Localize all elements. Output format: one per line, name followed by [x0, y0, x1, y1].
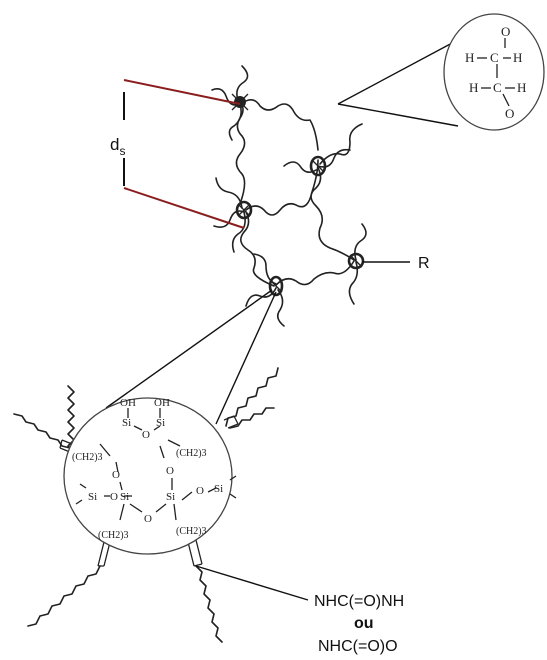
atom-o: O — [142, 429, 150, 441]
distance-line-bottom — [123, 187, 245, 229]
chain — [319, 123, 363, 165]
crosslink-node — [268, 275, 284, 297]
chain — [243, 98, 319, 151]
atom-o: O — [196, 485, 204, 497]
alkyl-chain — [195, 565, 223, 643]
chain — [245, 159, 319, 216]
atom-si: Si — [214, 483, 223, 495]
atom-c: C — [490, 50, 499, 65]
chain — [240, 211, 275, 287]
polymer-network — [211, 65, 367, 327]
inset-circle-bottom — [63, 397, 233, 555]
atom-si: Si — [122, 417, 131, 429]
distance-line-top — [123, 79, 241, 105]
inset-ethylene-oxide: O H C H H C H O — [337, 13, 545, 131]
distance-marker: ds — [110, 79, 245, 229]
atom-si: Si — [88, 491, 97, 503]
inset-siloxane: OH OH Si O Si (CH2)3 (CH2)3 O O Si O Si … — [13, 289, 279, 643]
inset-circle-top — [443, 13, 545, 131]
spacer-ch2: (CH2)3 — [176, 526, 207, 537]
atom-oh: OH — [154, 397, 170, 409]
crosslink-node — [347, 252, 365, 270]
chain — [228, 103, 242, 141]
crosslink-node — [231, 93, 249, 111]
atom-o: O — [505, 106, 514, 121]
chain — [276, 289, 285, 327]
chain — [213, 210, 245, 228]
atom-o: O — [501, 24, 510, 39]
atom-o: O — [112, 469, 120, 481]
alkyl-chain — [229, 407, 275, 429]
spacer-ch2: (CH2)3 — [72, 452, 103, 463]
cage-bonds — [75, 408, 237, 521]
atom-si: Si — [120, 491, 129, 503]
atom-h: H — [517, 80, 526, 95]
spacer-ch2: (CH2)3 — [98, 530, 129, 541]
chain — [211, 88, 241, 106]
distance-label: ds — [110, 135, 125, 158]
atom-o: O — [110, 491, 118, 503]
chain — [354, 223, 367, 261]
linkage-pointer: NHC(=O)NH ou NHC(=O)O — [195, 565, 404, 655]
crosslink-node — [309, 155, 327, 177]
spacer-ch2: (CH2)3 — [176, 448, 207, 459]
atom-h: H — [465, 50, 474, 65]
atom-h: H — [513, 50, 522, 65]
atom-o: O — [144, 513, 152, 525]
crosslink-node — [235, 200, 253, 220]
linkage-urea: NHC(=O)NH — [314, 593, 404, 610]
atom-h: H — [469, 80, 478, 95]
linkage-or: ou — [354, 615, 374, 632]
atom-c: C — [493, 80, 502, 95]
chain — [231, 211, 246, 253]
chain — [310, 167, 355, 261]
alkyl-chain — [13, 413, 71, 449]
chain — [283, 161, 317, 174]
atom-si: Si — [166, 491, 175, 503]
chain — [236, 65, 249, 101]
chain — [275, 260, 355, 286]
chain — [348, 261, 359, 305]
chain — [215, 177, 243, 209]
linkage-urethane: NHC(=O)O — [318, 638, 398, 655]
atom-si: Si — [156, 417, 165, 429]
atom-oh: OH — [120, 397, 136, 409]
r-group-pointer: R — [362, 255, 430, 272]
r-group-label: R — [418, 255, 430, 272]
alkyl-chain — [27, 565, 101, 627]
atom-o: O — [166, 465, 174, 477]
